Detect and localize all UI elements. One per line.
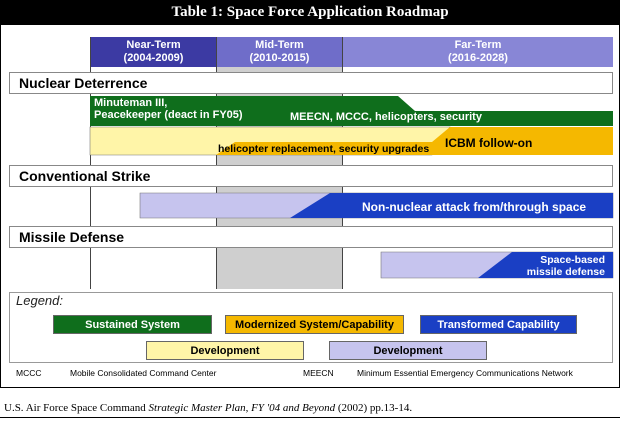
period-near-name: Near-Term xyxy=(126,39,181,51)
section-nuclear-label: Nuclear Deterrence xyxy=(19,75,148,91)
minuteman-label: Minuteman III, Peacekeeper (deact in FY0… xyxy=(94,97,243,121)
strike-transformed-bar xyxy=(290,193,613,218)
legend-development-lavender: Development xyxy=(329,341,487,360)
abbr-mccc: MCCC xyxy=(16,368,42,378)
period-far-name: Far-Term xyxy=(454,39,502,51)
caption-pre: U.S. Air Force Space Command xyxy=(4,402,149,414)
period-far-years: (2016-2028) xyxy=(448,52,508,64)
period-near-term: Near-Term (2004-2009) xyxy=(91,37,216,67)
period-far-term: Far-Term (2016-2028) xyxy=(343,37,613,67)
legend-development-yellow: Development xyxy=(146,341,304,360)
abbr-meecn-meaning: Minimum Essential Emergency Communicatio… xyxy=(357,368,573,378)
legend-transformed: Transformed Capability xyxy=(420,315,577,334)
section-missile-label: Missile Defense xyxy=(19,229,125,245)
source-caption: U.S. Air Force Space Command Strategic M… xyxy=(4,402,412,414)
divider-mid-far xyxy=(342,37,343,289)
section-strike-label: Conventional Strike xyxy=(19,168,151,184)
caption-post: (2002) pp.13-14. xyxy=(335,402,413,414)
caption-title: Strategic Master Plan, FY '04 and Beyond xyxy=(148,402,336,414)
period-mid-term: Mid-Term (2010-2015) xyxy=(216,37,343,67)
abbr-mccc-meaning: Mobile Consolidated Command Center xyxy=(70,368,217,378)
nonnuclear-label: Non-nuclear attack from/through space xyxy=(362,200,587,214)
helicopter-label: helicopter replacement, security upgrade… xyxy=(218,143,430,155)
section-nuclear-deterrence: Nuclear Deterrence xyxy=(9,72,613,94)
period-near-years: (2004-2009) xyxy=(123,52,184,64)
divider-near-mid xyxy=(216,37,217,289)
minuteman-line1: Minuteman III, xyxy=(94,97,168,109)
caption-underline xyxy=(0,417,620,418)
section-conventional-strike: Conventional Strike xyxy=(9,165,613,187)
section-missile-defense: Missile Defense xyxy=(9,226,613,248)
icbm-modernized-bar xyxy=(216,127,613,155)
spacebased-label: Space-based missile defense xyxy=(518,254,605,278)
spacebased-line2: missile defense xyxy=(526,266,605,278)
period-mid-name: Mid-Term xyxy=(255,39,304,51)
meecn-label: MEECN, MCCC, helicopters, security xyxy=(290,111,482,123)
abbr-meecn: MEECN xyxy=(303,368,334,378)
divider-near-start xyxy=(90,37,91,289)
legend-title: Legend: xyxy=(16,293,63,308)
missile-transformed-bar xyxy=(478,252,613,278)
legend-sustained: Sustained System xyxy=(53,315,212,334)
minuteman-line2: Peacekeeper (deact in FY05) xyxy=(94,109,243,121)
icbm-followon-label: ICBM follow-on xyxy=(445,136,533,150)
spacebased-line1: Space-based xyxy=(540,254,605,266)
period-mid-years: (2010-2015) xyxy=(249,52,310,64)
sustained-system-bar xyxy=(90,96,613,126)
legend-modernized: Modernized System/Capability xyxy=(225,315,404,334)
table-title: Table 1: Space Force Application Roadmap xyxy=(0,0,620,24)
